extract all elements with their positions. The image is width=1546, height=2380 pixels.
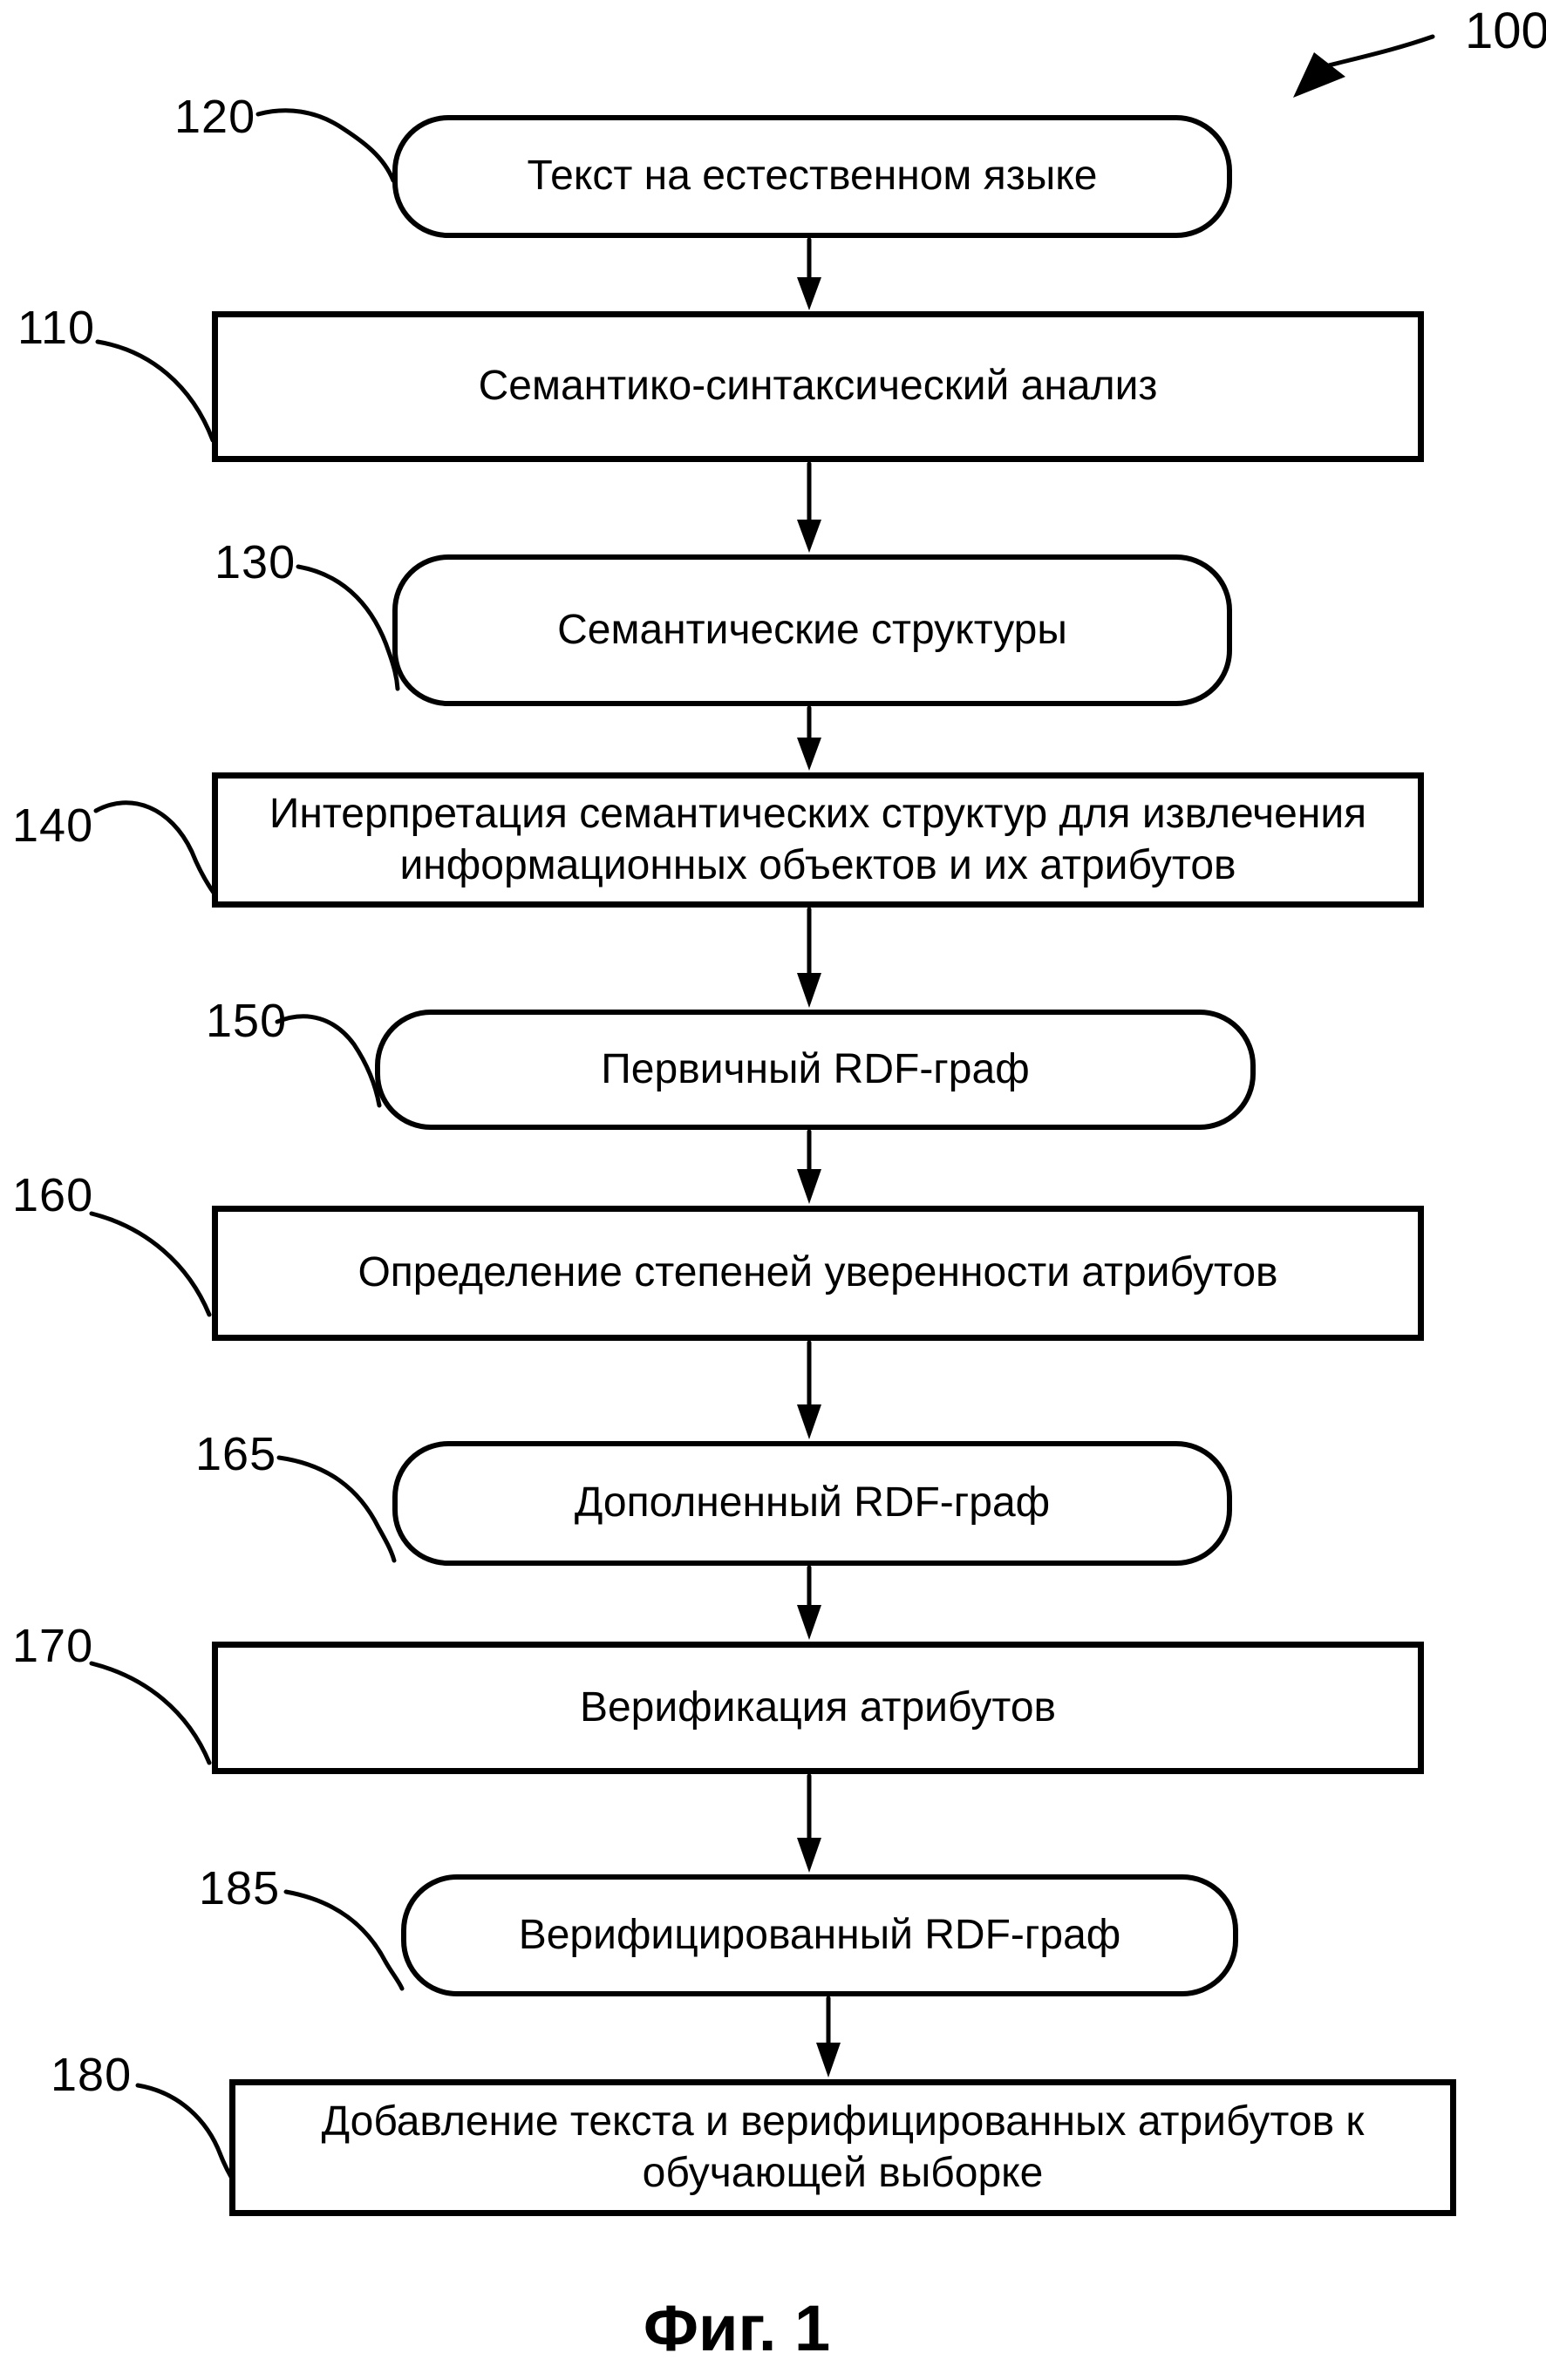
node-185-label: Верифицированный RDF-граф xyxy=(518,1911,1121,1958)
node-160-confidence-determination: Определение степеней уверенности атрибут… xyxy=(212,1206,1424,1341)
flow-arrow-7 xyxy=(797,1565,821,1640)
ref-label-165: 165 xyxy=(195,1428,277,1480)
node-140-interpretation: Интерпретация семантических структур для… xyxy=(212,772,1424,908)
ref-label-185: 185 xyxy=(199,1862,281,1914)
flow-arrow-5 xyxy=(797,1129,821,1204)
ref-label-180: 180 xyxy=(51,2049,133,2101)
node-165-label: Дополненный RDF-граф xyxy=(574,1479,1051,1527)
leader-line-185 xyxy=(283,1889,405,1991)
leader-line-120 xyxy=(255,108,396,183)
node-170-attribute-verification: Верификация атрибутов xyxy=(212,1642,1424,1774)
ref-label-120: 120 xyxy=(174,91,256,143)
node-120-natural-language-text: Текст на естественном языке xyxy=(392,115,1232,238)
flow-arrow-8 xyxy=(797,1773,821,1873)
leader-line-110 xyxy=(95,339,215,443)
node-165-augmented-rdf-graph: Дополненный RDF-граф xyxy=(392,1441,1232,1566)
ref-label-170: 170 xyxy=(12,1620,94,1672)
figure-reference-arrow xyxy=(1293,34,1435,98)
flow-arrow-4 xyxy=(797,907,821,1008)
flow-arrow-1 xyxy=(797,237,821,310)
node-140-label: Интерпретация семантических структур для… xyxy=(269,790,1367,888)
node-120-label: Текст на естественном языке xyxy=(527,153,1098,200)
leader-line-130 xyxy=(296,564,400,691)
flow-arrow-3 xyxy=(797,705,821,771)
node-150-primary-rdf-graph: Первичный RDF-граф xyxy=(375,1010,1256,1130)
node-110-label: Семантико-синтаксический анализ xyxy=(478,363,1158,410)
leader-line-165 xyxy=(276,1455,397,1563)
ref-label-160: 160 xyxy=(12,1169,94,1221)
leader-line-160 xyxy=(89,1211,212,1317)
ref-label-150: 150 xyxy=(206,995,288,1047)
node-130-label: Семантические структуры xyxy=(557,606,1067,653)
ref-label-110: 110 xyxy=(17,302,96,354)
node-180-label: Добавление текста и верифицированных атр… xyxy=(321,2098,1365,2196)
node-180-add-to-training-set: Добавление текста и верифицированных атр… xyxy=(229,2079,1456,2216)
node-110-semantic-syntactic-analysis: Семантико-синтаксический анализ xyxy=(212,311,1424,462)
node-130-semantic-structures: Семантические структуры xyxy=(392,554,1232,706)
node-170-label: Верификация атрибутов xyxy=(579,1683,1057,1731)
flow-arrow-2 xyxy=(797,461,821,553)
node-150-label: Первичный RDF-граф xyxy=(601,1045,1030,1092)
ref-label-130: 130 xyxy=(215,536,296,588)
leader-line-150 xyxy=(275,1014,382,1108)
node-185-verified-rdf-graph: Верифицированный RDF-граф xyxy=(401,1874,1238,1996)
figure-caption: Фиг. 1 xyxy=(643,2292,831,2364)
figure-reference-number: 100 xyxy=(1465,3,1546,59)
leader-line-170 xyxy=(89,1661,212,1765)
node-160-label: Определение степеней уверенности атрибут… xyxy=(358,1249,1278,1296)
leader-line-180 xyxy=(135,2083,234,2179)
flow-arrow-6 xyxy=(797,1340,821,1439)
ref-label-140: 140 xyxy=(12,799,94,852)
leader-line-140 xyxy=(93,800,216,895)
flow-arrow-9 xyxy=(816,1996,841,2077)
